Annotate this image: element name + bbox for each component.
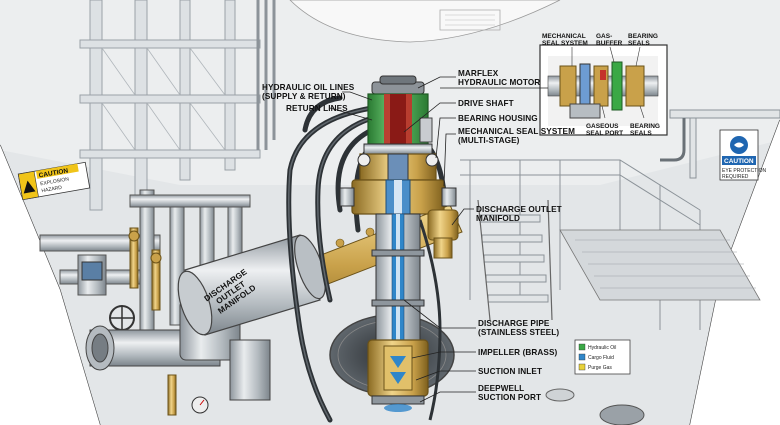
left-caution-text: EXPLOSION HAZARD bbox=[40, 176, 72, 194]
label-bearing-housing: BEARING HOUSING bbox=[458, 114, 538, 123]
inset-label-bearing-seals-bottom: BEARING SEALS bbox=[630, 123, 662, 137]
inset-label-gas-buffer: GAS- BUFFER bbox=[596, 33, 623, 47]
legend-swatch-cargo bbox=[578, 353, 586, 361]
label-suction-inlet: SUCTION INLET bbox=[478, 367, 542, 376]
inset-label-bearing-seals-top: BEARING SEALS bbox=[628, 33, 660, 47]
label-return-lines: RETURN LINES bbox=[286, 104, 348, 113]
label-marflex-motor: MARFLEX HYDRAULIC MOTOR bbox=[458, 69, 540, 87]
legend-label-hydraulic: Hydraulic Oil bbox=[588, 345, 616, 351]
legend-swatch-hydraulic bbox=[578, 343, 586, 351]
label-deepwell-suction-port: DEEPWELL SUCTION PORT bbox=[478, 384, 541, 402]
label-discharge-pipe: DISCHARGE PIPE (STAINLESS STEEL) bbox=[478, 319, 559, 337]
label-mechanical-seal-system: MECHANICAL SEAL SYSTEM (MULTI-STAGE) bbox=[458, 127, 577, 145]
right-caution-text: EYE PROTECTION REQUIRED bbox=[722, 168, 768, 180]
inset-label-mechanical-seal: MECHANICAL SEAL SYSTEM bbox=[542, 33, 588, 47]
label-hydraulic-oil-lines: HYDRAULIC OIL LINES (SUPPLY & RETURN) bbox=[262, 83, 357, 101]
legend-label-purge: Purge Gas bbox=[588, 365, 612, 371]
legend-label-cargo: Cargo Fluid bbox=[588, 355, 614, 361]
right-caution-title: CAUTION bbox=[724, 158, 754, 165]
label-impeller: IMPELLER (BRASS) bbox=[478, 348, 558, 357]
legend-swatch-purge bbox=[578, 363, 586, 371]
inset-label-gaseous-seal-port: GASEOUS SEAL PORT bbox=[586, 123, 623, 137]
label-drive-shaft: DRIVE SHAFT bbox=[458, 99, 514, 108]
label-discharge-outlet-manifold: DISCHARGE OUTLET MANIFOLD bbox=[476, 205, 564, 223]
